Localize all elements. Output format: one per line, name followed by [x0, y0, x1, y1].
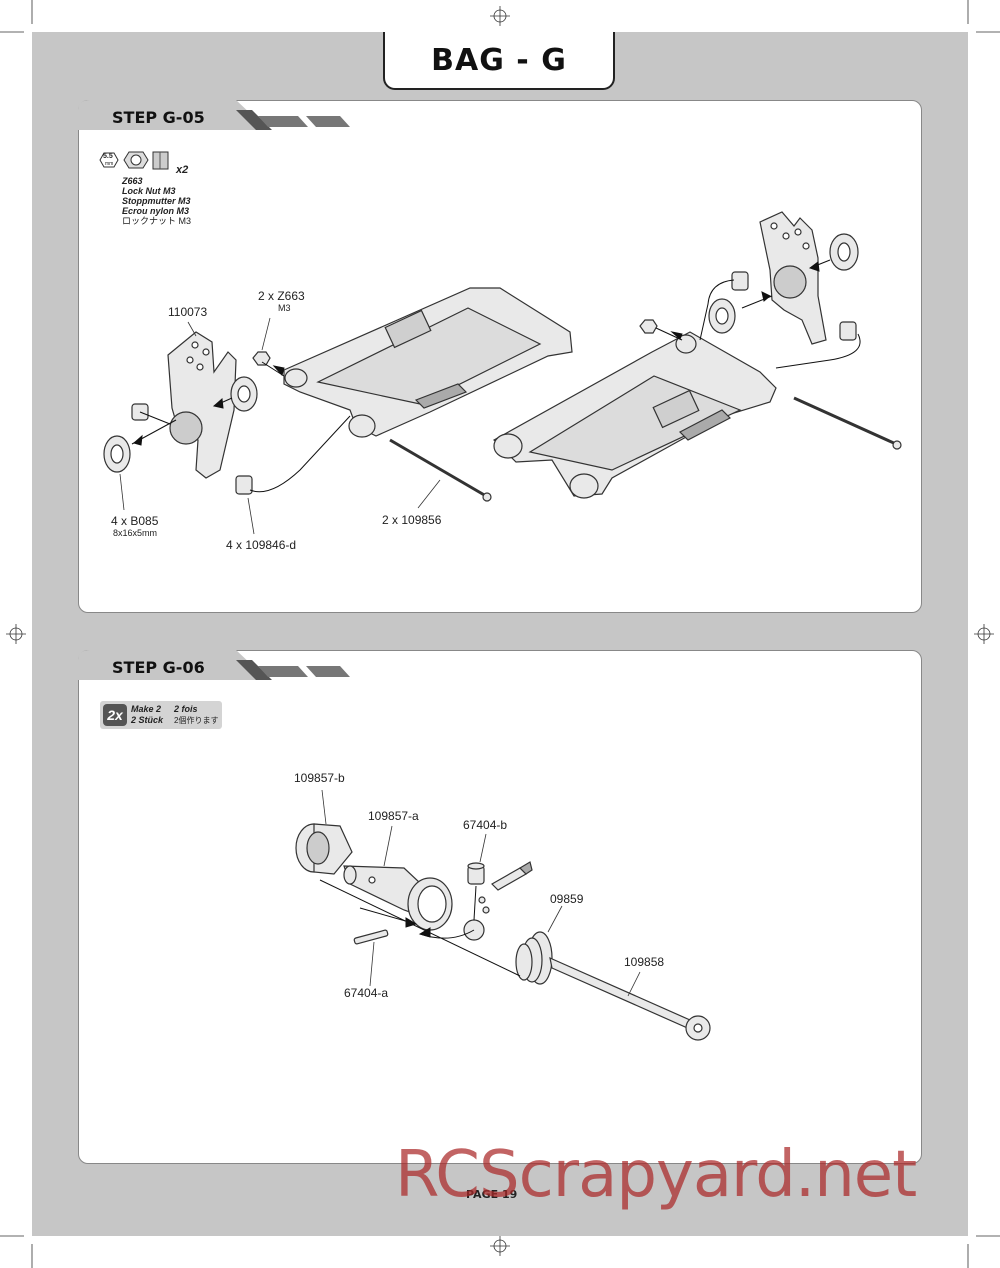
make-two-note: 2x Make 2 2 fois 2 Stück 2個作ります	[100, 701, 222, 729]
page-number: PAGE 19	[466, 1188, 518, 1201]
hardware-name-en: Lock Nut M3	[122, 186, 176, 196]
insert-left-b	[235, 475, 253, 495]
make-text-en: Make 2	[131, 704, 162, 714]
label-hub-110073: 110073	[168, 305, 208, 319]
step-g05-title: STEP G-05	[112, 108, 205, 127]
make-text-jp: 2個作ります	[174, 716, 219, 725]
hardware-quantity: x2	[176, 164, 189, 176]
hinge-pin-left	[389, 438, 487, 498]
label-insert-109846-d: 4 x 109846-d	[226, 538, 297, 552]
label-cup-109857-b: 109857-b	[294, 771, 345, 785]
lock-nut-right	[639, 319, 658, 334]
step-g06-panel	[78, 650, 922, 1164]
bag-tab: BAG - G	[383, 32, 615, 90]
label-locknut-z663: 2 x Z663	[258, 289, 305, 303]
hinge-pin-right	[793, 396, 897, 446]
lock-nut-left	[252, 351, 271, 366]
label-bearing-b085: 4 x B085	[111, 514, 159, 528]
label-pin-109856: 2 x 109856	[382, 513, 442, 527]
insert-right-b	[839, 321, 857, 341]
label-pin-67404-a: 67404-a	[344, 986, 389, 1000]
hardware-description: Z663 Lock Nut M3 Stoppmutter M3 Ecrou ny…	[122, 176, 191, 226]
bag-title: BAG - G	[431, 42, 567, 78]
make-count-badge: 2x	[103, 704, 127, 726]
make-text-de: 2 Stück	[131, 715, 164, 725]
hardware-name-de: Stoppmutter M3	[122, 196, 191, 206]
label-locknut-sub: M3	[278, 303, 291, 313]
short-pin	[353, 929, 389, 945]
hardware-code: Z663	[122, 176, 143, 186]
wrench-unit: mm	[105, 161, 114, 167]
make-text-fr: 2 fois	[174, 704, 198, 714]
hardware-name-fr: Ecrou nylon M3	[122, 206, 190, 216]
label-setscrew-67404-b: 67404-b	[463, 818, 508, 832]
grease-tube	[491, 867, 527, 891]
drive-shaft	[549, 956, 693, 1032]
label-driveshaft-109858: 109858	[624, 955, 665, 969]
hardware-name-jp: ロックナット M3	[122, 216, 192, 226]
wrench-size: 5.5	[103, 153, 113, 160]
watermark-text: RCScrapyard.net	[395, 1138, 917, 1212]
step-g06-title: STEP G-06	[112, 658, 205, 677]
label-bearing-sub: 8x16x5mm	[113, 528, 158, 538]
label-axle-109857-a: 109857-a	[368, 809, 419, 823]
insert-right-a	[731, 271, 749, 291]
label-dust-boot-09859: 09859	[550, 892, 584, 906]
